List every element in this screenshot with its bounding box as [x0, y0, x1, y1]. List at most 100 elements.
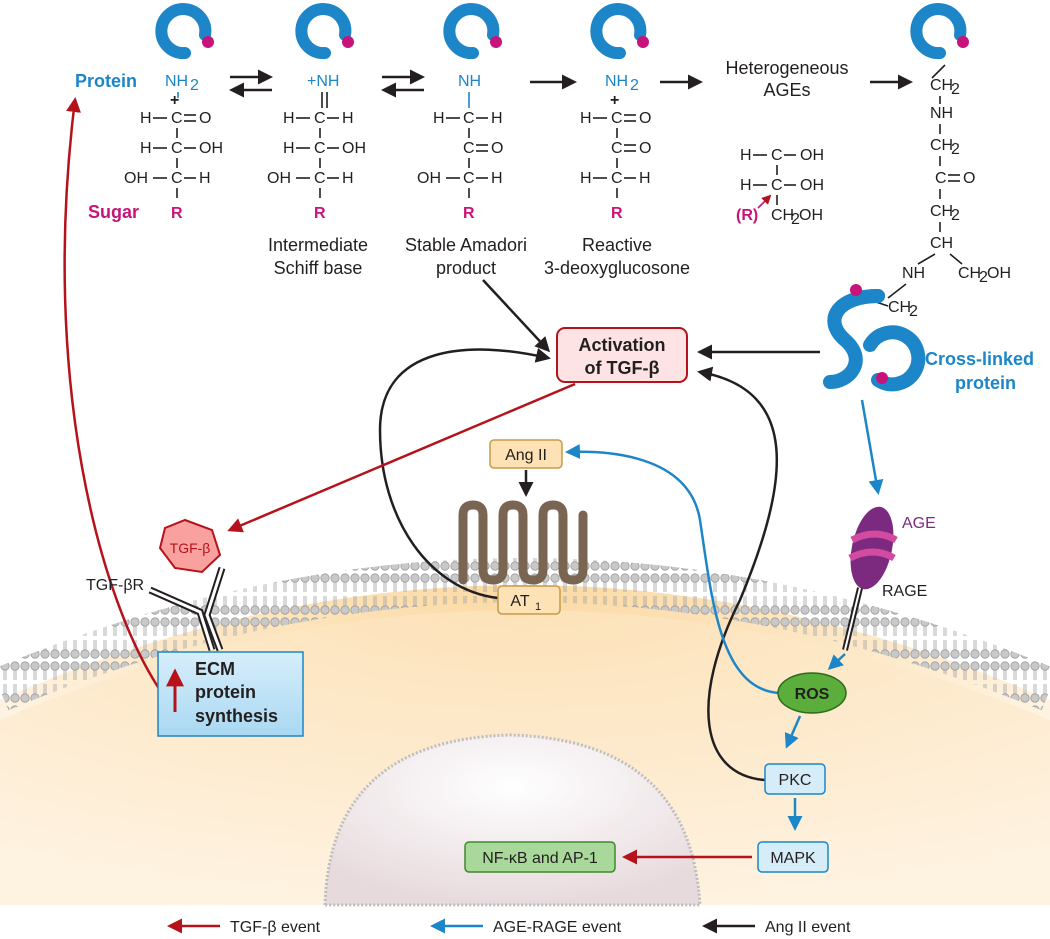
svg-text:C: C	[171, 110, 183, 127]
age-label: AGE	[902, 515, 936, 532]
svg-text:H: H	[740, 147, 752, 164]
svg-text:O: O	[199, 110, 211, 127]
amadori-caption-1: Stable Amadori	[405, 235, 527, 255]
svg-text:H: H	[283, 140, 295, 157]
svg-text:H: H	[580, 170, 592, 187]
deoxy-caption-1: Reactive	[582, 235, 652, 255]
svg-text:ECM: ECM	[195, 659, 235, 679]
svg-text:R: R	[611, 205, 623, 222]
svg-text:2: 2	[909, 303, 918, 320]
protein-hook-5	[910, 3, 969, 60]
deoxy-caption-2: 3-deoxyglucosone	[544, 258, 690, 278]
arrow-ecm-to-protein	[63, 97, 162, 691]
svg-text:CH: CH	[888, 299, 911, 316]
svg-text:O: O	[639, 140, 651, 157]
svg-text:O: O	[491, 140, 503, 157]
svg-text:AT: AT	[510, 593, 529, 610]
arrow-at1-to-activation	[378, 347, 551, 600]
svg-text:H: H	[491, 110, 503, 127]
svg-text:OH: OH	[342, 140, 366, 157]
svg-text:C: C	[771, 147, 783, 164]
svg-text:NH: NH	[458, 73, 481, 90]
svg-text:C: C	[463, 140, 475, 157]
svg-text:H: H	[283, 110, 295, 127]
age-rage-complex	[842, 506, 898, 651]
svg-text:protein: protein	[195, 682, 256, 702]
svg-text:C: C	[611, 170, 623, 187]
svg-text:CH: CH	[771, 207, 794, 224]
legend-tgf-label: TGF-β event	[230, 919, 321, 936]
svg-text:NF-κB and AP-1: NF-κB and AP-1	[482, 850, 598, 867]
svg-text:H: H	[740, 177, 752, 194]
svg-text:OH: OH	[199, 140, 223, 157]
svg-text:C: C	[314, 110, 326, 127]
svg-text:TGF-β: TGF-β	[170, 540, 211, 556]
heterogeneous-ages-1: Heterogeneous	[725, 58, 848, 78]
arrow-amadori-to-activation	[482, 279, 551, 353]
arrow-ros-to-angii	[565, 444, 781, 695]
protein-hook-3	[443, 3, 502, 60]
nfkb-box: NF-κB and AP-1	[464, 841, 616, 873]
svg-text:H: H	[433, 110, 445, 127]
svg-text:R: R	[314, 205, 326, 222]
svg-text:2: 2	[190, 77, 199, 94]
amadori-caption-2: product	[436, 258, 496, 278]
svg-text:H: H	[491, 170, 503, 187]
protein-hook-1	[155, 3, 214, 60]
svg-text:ROS: ROS	[795, 686, 830, 703]
tgfb-receptor-label: TGF-βR	[86, 577, 144, 594]
svg-text:Ang II: Ang II	[505, 447, 547, 464]
svg-text:OH: OH	[800, 147, 824, 164]
svg-text:H: H	[199, 170, 211, 187]
tgfb-ligand: TGF-β	[158, 518, 222, 574]
svg-text:C: C	[611, 110, 623, 127]
arrow-crosslinked-to-age	[860, 399, 884, 495]
svg-text:CH: CH	[930, 235, 953, 252]
svg-text:O: O	[963, 170, 975, 187]
schiff-caption-2: Schiff base	[274, 258, 363, 278]
svg-text:2: 2	[951, 141, 960, 158]
svg-text:C: C	[463, 110, 475, 127]
heterogeneous-ages-2: AGEs	[763, 80, 810, 100]
svg-text:+NH: +NH	[307, 73, 339, 90]
svg-text:C: C	[171, 170, 183, 187]
svg-text:of TGF-β: of TGF-β	[585, 358, 660, 378]
svg-text:C: C	[171, 140, 183, 157]
ros-ellipse: ROS	[777, 672, 847, 714]
molecule-glucose-protein: NH 2 + H C O H C OH OH C H R	[124, 73, 223, 222]
ang-ii-box: Ang II	[489, 439, 563, 469]
pkc-box: PKC	[764, 763, 826, 795]
svg-text:2: 2	[979, 269, 988, 286]
equilibrium-arrow-1	[229, 69, 273, 98]
svg-text:OH: OH	[987, 265, 1011, 282]
svg-text:NH: NH	[605, 73, 628, 90]
svg-text:C: C	[314, 170, 326, 187]
arrow-pkc-to-activation	[697, 366, 779, 782]
svg-text:C: C	[771, 177, 783, 194]
svg-text:2: 2	[951, 207, 960, 224]
svg-text:H: H	[342, 110, 354, 127]
svg-text:CH: CH	[930, 203, 953, 220]
svg-text:OH: OH	[267, 170, 291, 187]
svg-text:CH: CH	[958, 265, 981, 282]
ecm-box: ECM protein synthesis	[157, 651, 304, 737]
protein-label: Protein	[75, 71, 137, 91]
molecule-schiff-base: +NH H C H H C OH OH C H R	[267, 73, 366, 222]
svg-text:+: +	[610, 92, 619, 109]
at1-box: AT 1	[497, 585, 561, 615]
svg-text:Activation: Activation	[578, 335, 665, 355]
svg-text:C: C	[314, 140, 326, 157]
activation-tgf-box: Activation of TGF-β	[556, 327, 688, 383]
molecule-fragment: H C OH H C OH (R) CH 2 OH	[736, 147, 824, 228]
rage-label: RAGE	[882, 583, 927, 600]
svg-text:OH: OH	[417, 170, 441, 187]
molecule-deoxyglucosone: NH 2 + H C O C O H C H R	[580, 73, 651, 222]
svg-text:2: 2	[791, 211, 800, 228]
legend-ang-label: Ang II event	[765, 919, 851, 936]
equilibrium-arrow-2	[381, 69, 425, 98]
schiff-caption-1: Intermediate	[268, 235, 368, 255]
protein-hook-2	[295, 3, 354, 60]
svg-text:(R): (R)	[736, 207, 758, 224]
svg-text:H: H	[140, 140, 152, 157]
